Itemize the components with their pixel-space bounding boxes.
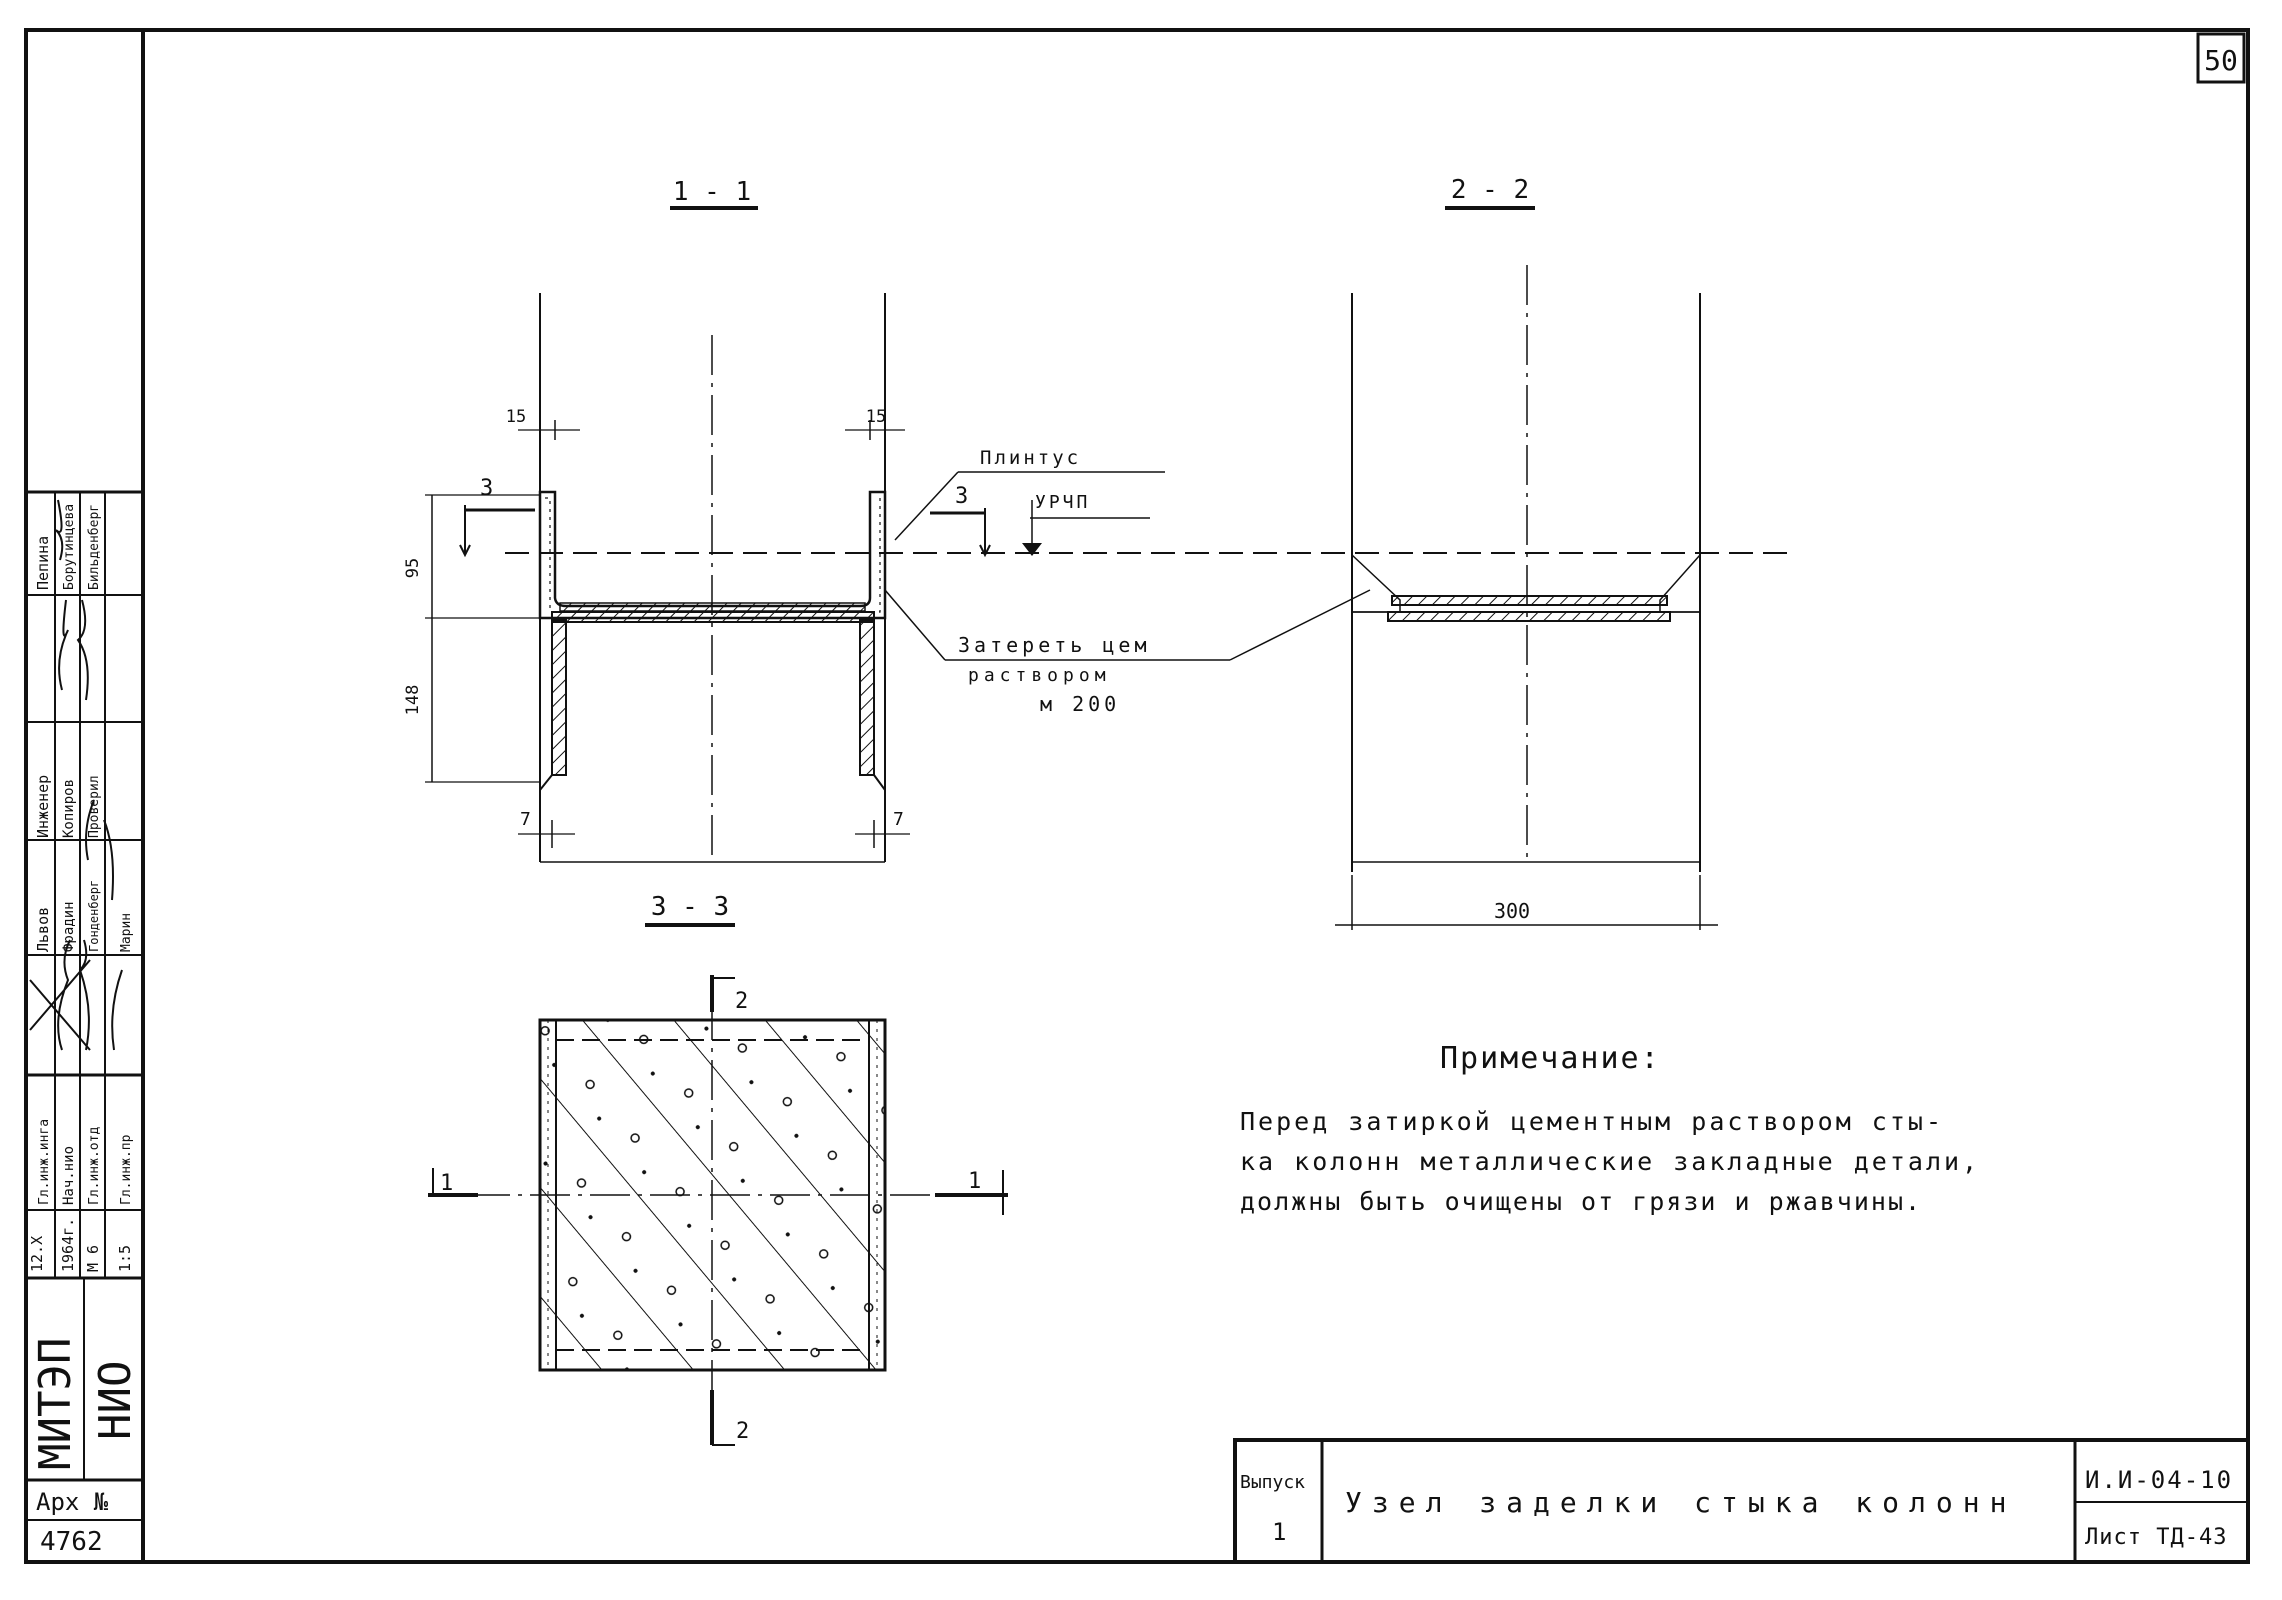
page-number-box bbox=[2196, 32, 2246, 84]
callout-plinth: Плинтус bbox=[980, 447, 1081, 469]
note-title: Примечание: bbox=[1440, 1041, 1661, 1076]
dim-7-right: 7 bbox=[893, 809, 904, 830]
issue-label: Выпуск bbox=[1240, 1472, 1305, 1493]
section-1-1: 1 - 1 15 15 95 148 3 bbox=[403, 177, 1790, 863]
dim-7-left: 7 bbox=[520, 809, 531, 830]
stamp-date-day: 12.Х bbox=[28, 1236, 46, 1272]
callout-grout-3: м 200 bbox=[1040, 692, 1120, 716]
cut-mark-bottom: 2 bbox=[736, 1419, 749, 1444]
sheet-number: Лист ТД-43 bbox=[2085, 1525, 2227, 1550]
stamp-gip-1: Гл.инж.инга bbox=[37, 1119, 52, 1205]
stamp-gip-3: Гл.инж.отд bbox=[87, 1127, 102, 1205]
dim-3-right: 3 bbox=[955, 484, 968, 509]
cut-mark-top: 2 bbox=[735, 989, 748, 1014]
stamp-lvov-2: Фрадин bbox=[61, 901, 77, 952]
stamp-eng-3: Проверил bbox=[87, 775, 102, 838]
section-2-2-label: 2 - 2 bbox=[1451, 175, 1529, 205]
cut-mark-right: 1 bbox=[968, 1169, 981, 1194]
page-number: 50 bbox=[2204, 44, 2238, 77]
dim-95: 95 bbox=[403, 558, 423, 578]
note-block: Примечание: Перед затиркой цементным рас… bbox=[1240, 1041, 1980, 1216]
callout-grout-1: Затереть цем bbox=[958, 633, 1151, 657]
stamp-top-2: Борутинцева bbox=[62, 504, 77, 590]
archive-number: 4762 bbox=[40, 1527, 103, 1557]
lower-embedded-plate bbox=[551, 611, 875, 623]
stamp-lvov-4: Марин bbox=[119, 913, 134, 952]
dim-148: 148 bbox=[403, 685, 423, 716]
title-block: Выпуск 1 Узел заделки стыка колонн И.И-0… bbox=[1233, 1438, 2250, 1564]
drawing-title: Узел заделки стыка колонн bbox=[1345, 1486, 2016, 1519]
stamp-top-3: Бильденберг bbox=[87, 504, 102, 590]
cut-mark-left: 1 bbox=[440, 1171, 453, 1196]
section-3-3: 3 - 3 1 1 2 2 bbox=[428, 892, 1008, 1446]
callout-level: УРЧП bbox=[1035, 492, 1090, 513]
signature-scribbles bbox=[29, 499, 123, 1051]
lower-plate-left-flange bbox=[551, 619, 567, 776]
stamp-gip-2: Нач.нио bbox=[61, 1146, 77, 1205]
stamp-scale-label: М 6 bbox=[84, 1245, 102, 1272]
archive-label: Арх № bbox=[36, 1488, 109, 1516]
stamp-date-year: 1964г. bbox=[59, 1218, 77, 1272]
section-2-2: 2 - 2 300 bbox=[1335, 175, 1718, 930]
stamp-gip-4: Гл.инж.пр bbox=[119, 1134, 134, 1205]
stamp-eng-1: Инженер bbox=[34, 775, 52, 838]
outer-frame bbox=[24, 28, 2250, 1564]
organization: МИТЭП bbox=[30, 1338, 81, 1470]
note-line-1: Перед затиркой цементным раствором сты- bbox=[1240, 1107, 1944, 1136]
section-3-3-label: 3 - 3 bbox=[651, 892, 729, 922]
dim-3-left: 3 bbox=[480, 476, 493, 501]
note-line-2: ка колонн металлические закладные детали… bbox=[1240, 1147, 1980, 1176]
stamp-eng-2: Копиров bbox=[61, 779, 77, 838]
issue-number: 1 bbox=[1272, 1518, 1286, 1546]
stamp-scale-value: 1:5 bbox=[116, 1245, 134, 1272]
leader-grout bbox=[884, 589, 946, 661]
department: НИО bbox=[90, 1361, 141, 1440]
leader-plinth bbox=[894, 471, 959, 541]
lower-plate-right-flange bbox=[859, 619, 875, 776]
upper-weld bbox=[559, 602, 866, 612]
stamp-lvov-3: Гонденберг bbox=[87, 880, 101, 952]
stamp-top-1: Пепина bbox=[34, 536, 52, 590]
section-1-1-label: 1 - 1 bbox=[673, 177, 751, 207]
approval-stamp: Пепина Борутинцева Бильденберг Инженер К… bbox=[26, 490, 143, 1557]
level-marker bbox=[1022, 543, 1042, 556]
drawing-code: И.И-04-10 bbox=[2085, 1466, 2233, 1494]
note-line-3: должны быть очищены от грязи и ржавчины. bbox=[1240, 1187, 1922, 1216]
callout-grout-2: раствором bbox=[968, 665, 1111, 686]
dim-15-right: 15 bbox=[866, 407, 886, 427]
dim-15-left: 15 bbox=[506, 407, 526, 427]
stamp-lvov-1: Львов bbox=[34, 907, 52, 952]
dim-300: 300 bbox=[1494, 899, 1530, 923]
section-2-2-upper-plate bbox=[1391, 595, 1668, 606]
section-2-2-lower-plate bbox=[1387, 611, 1671, 622]
